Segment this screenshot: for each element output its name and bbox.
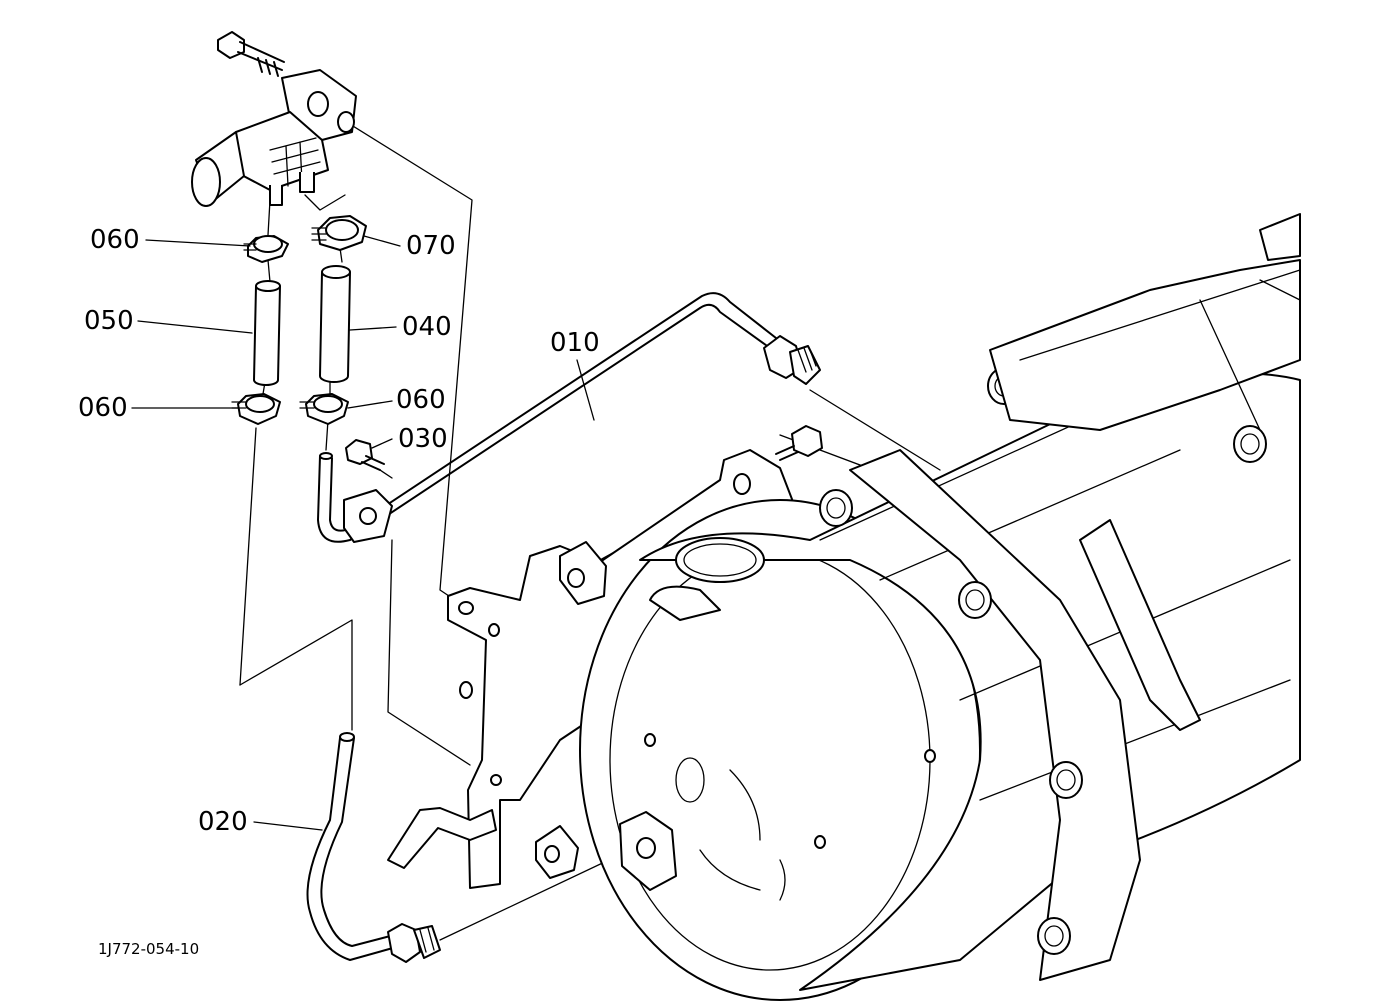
hose-clamp-070: [311, 215, 367, 251]
drawing-id: 1J772-054-10: [98, 940, 200, 958]
callout-060-left: 060: [78, 393, 128, 423]
filter-housing: [579, 213, 1301, 1001]
hose-clamp-060-right: [299, 393, 349, 425]
bolt-030: [345, 439, 385, 471]
callout-060-top: 060: [90, 225, 140, 255]
callout-050: 050: [84, 306, 134, 336]
pipe-020: [306, 732, 441, 963]
hose-clamp-060-left: [231, 393, 281, 425]
leader-lines: [131, 235, 595, 831]
hose-clamp-060-top: [243, 235, 289, 263]
hose-050: [253, 280, 281, 386]
pipe-010: [317, 292, 821, 543]
callout-020: 020: [198, 807, 248, 837]
callout-030: 030: [398, 424, 448, 454]
pressure-sensor: [191, 31, 357, 207]
hose-040: [319, 265, 351, 383]
callout-010: 010: [550, 328, 600, 358]
callout-070: 070: [406, 231, 456, 261]
callout-060-right: 060: [396, 385, 446, 415]
callout-040: 040: [402, 312, 452, 342]
